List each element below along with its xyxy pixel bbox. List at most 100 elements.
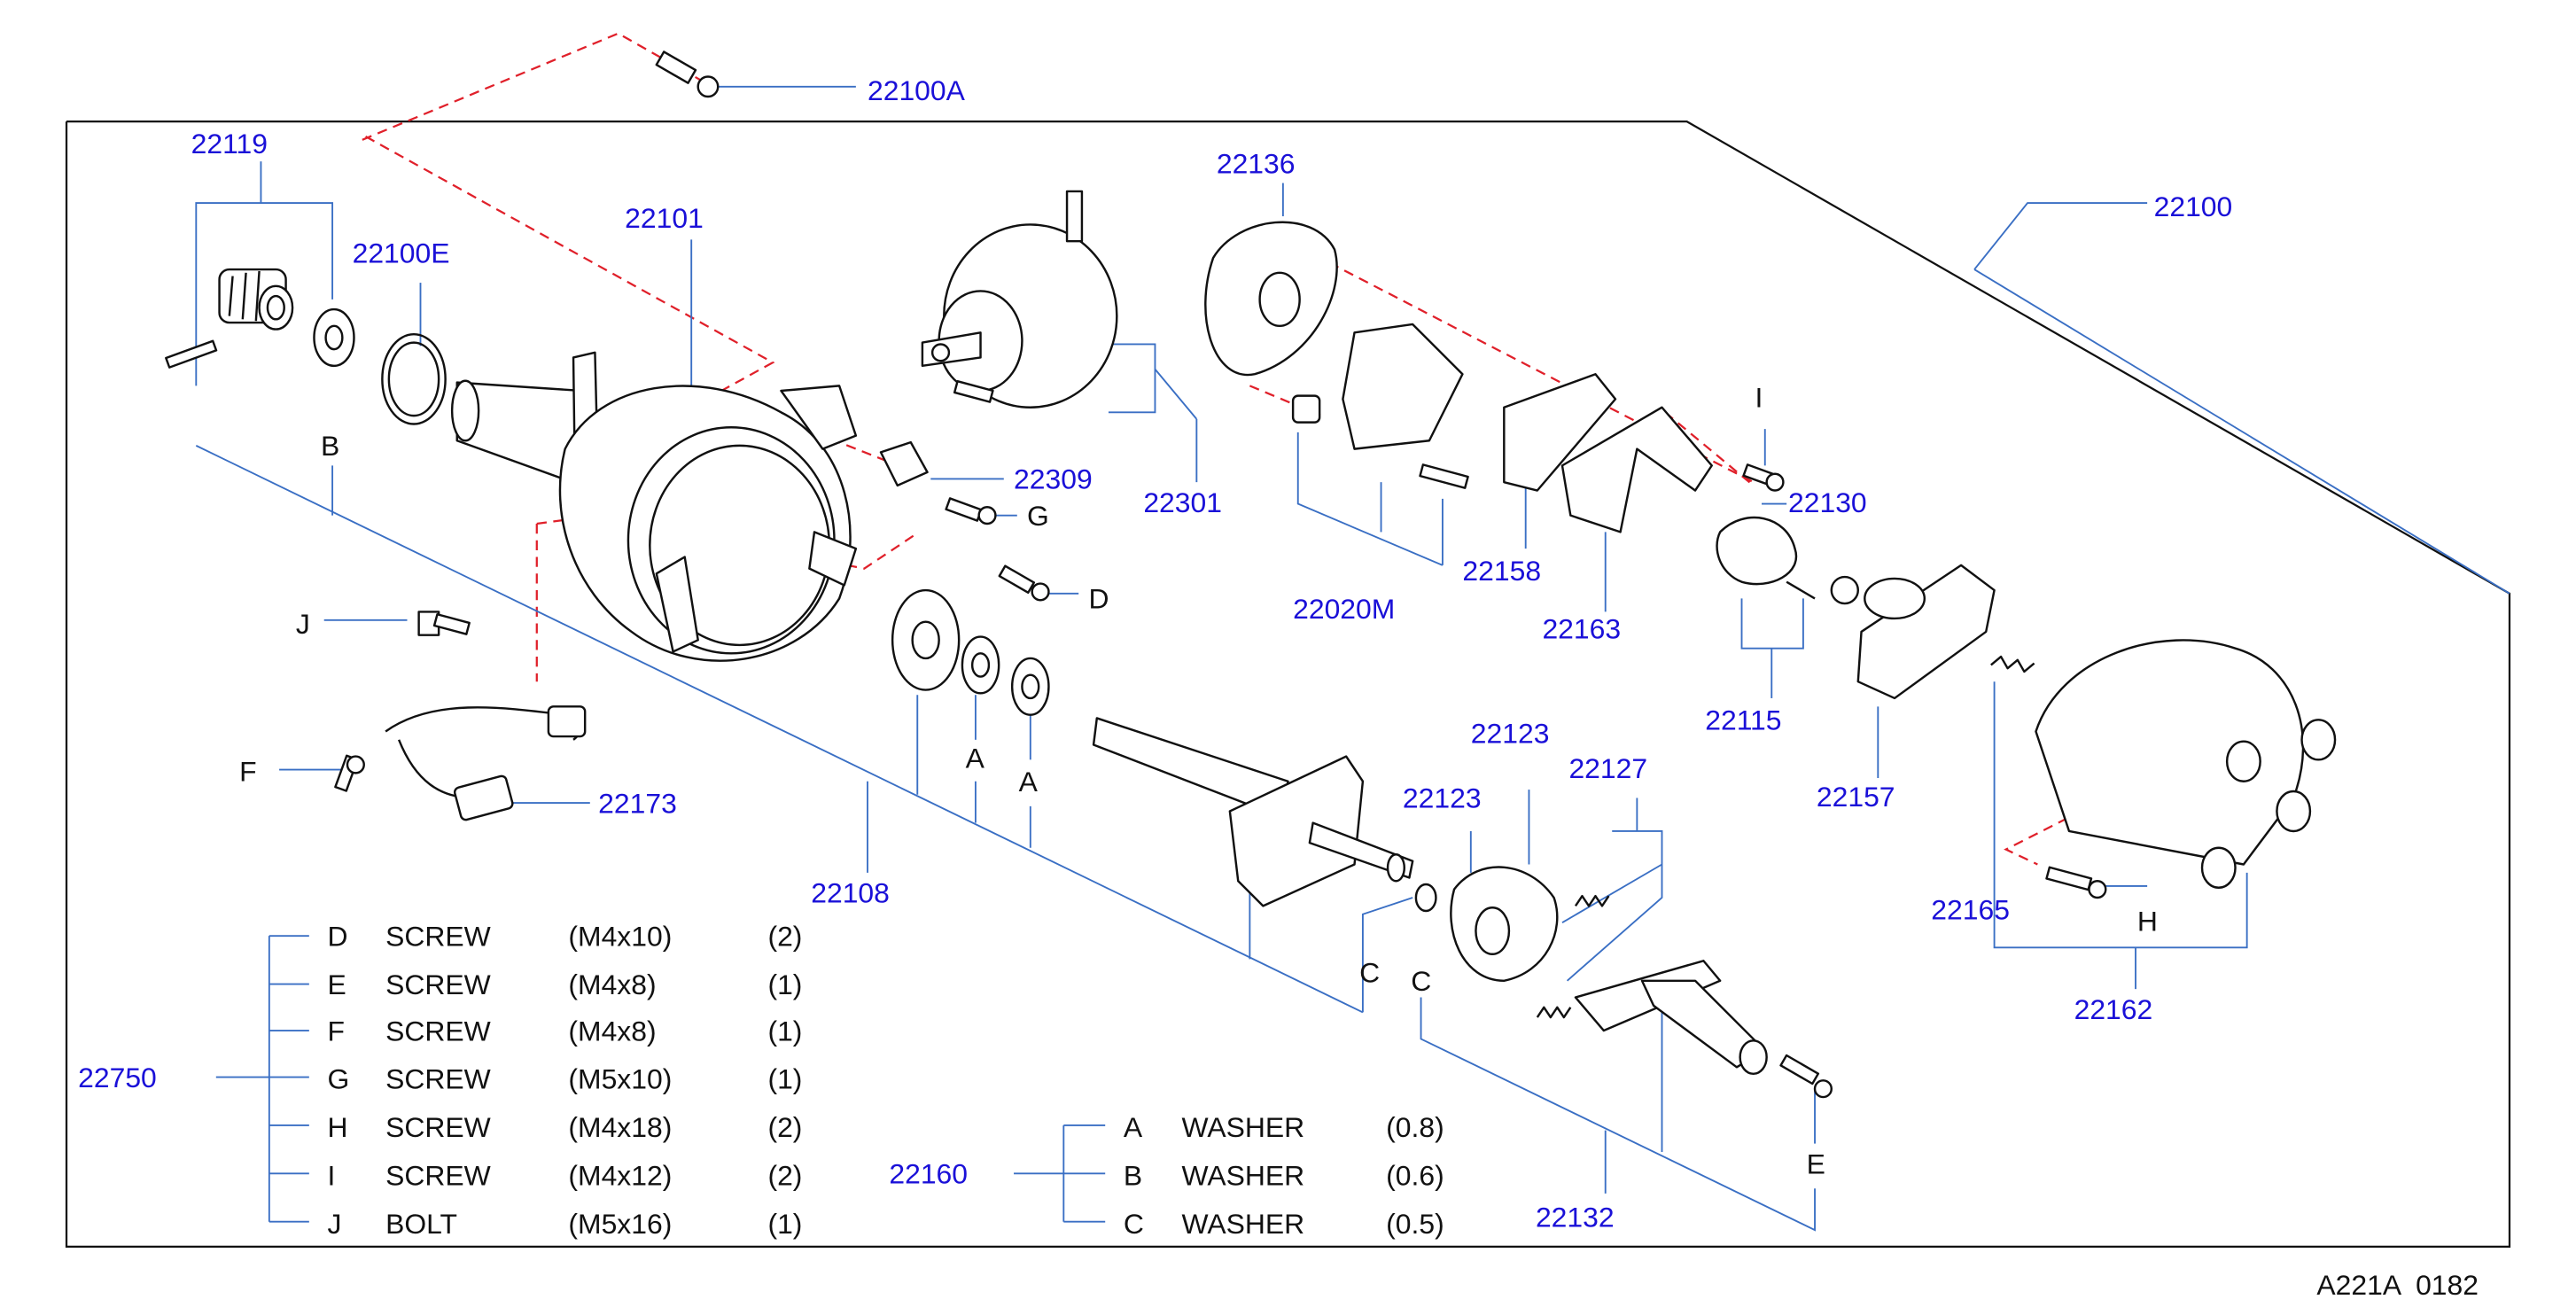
part-label-22108: 22108 (811, 877, 890, 909)
hardware-qty: (1) (767, 1015, 802, 1047)
callout-b: B (321, 430, 339, 462)
part-label-22750: 22750 (78, 1062, 157, 1093)
washer-code: C (1124, 1208, 1144, 1240)
hardware-name: BOLT (385, 1208, 457, 1240)
part-label-22130: 22130 (1788, 486, 1867, 518)
washer-name: WASHER (1181, 1111, 1304, 1143)
contact-bracket-22020M-drawing (1291, 323, 1469, 489)
hardware-size: (M4x10) (568, 920, 672, 952)
hardware-qty: (1) (767, 969, 802, 1000)
hardware-qty: (2) (767, 1111, 802, 1143)
hardware-code: H (327, 1111, 347, 1143)
callout-a1: A (966, 743, 985, 774)
hardware-qty: (1) (767, 1208, 802, 1240)
hardware-name: SCREW (385, 1159, 491, 1191)
callout-c2: C (1411, 965, 1431, 997)
breaker-plate-22136-drawing (1204, 221, 1338, 377)
hardware-qty: (2) (767, 920, 802, 952)
hardware-code: G (327, 1063, 349, 1095)
hardware-code: D (327, 920, 347, 952)
washer-c1-drawing (1414, 883, 1437, 913)
washer-name: WASHER (1181, 1208, 1304, 1240)
hardware-code: F (327, 1015, 344, 1047)
hardware-size: (M4x8) (568, 969, 656, 1000)
screw-d-drawing (998, 564, 1050, 602)
part-label-22309: 22309 (1014, 463, 1093, 495)
hardware-row: I SCREW (M4x12) (2) (327, 1159, 802, 1191)
part-label-22136: 22136 (1217, 147, 1296, 179)
hardware-size: (M4x18) (568, 1111, 672, 1143)
screw-e-drawing (1779, 1054, 1833, 1099)
hardware-row: E SCREW (M4x8) (1) (327, 969, 802, 1000)
part-label-22163: 22163 (1542, 612, 1621, 644)
part-label-22173: 22173 (598, 787, 677, 819)
part-label-22301: 22301 (1143, 486, 1222, 518)
hardware-qty: (1) (767, 1063, 802, 1095)
washer-name: WASHER (1181, 1159, 1304, 1191)
part-label-22123-lower: 22123 (1403, 782, 1482, 814)
spring-22165-drawing (1990, 655, 2035, 673)
hardware-code: E (327, 969, 346, 1000)
clip-22309-drawing (879, 440, 929, 487)
hardware-code: J (327, 1208, 341, 1240)
part-label-22100: 22100 (2154, 191, 2233, 222)
hardware-size: (M4x8) (568, 1015, 656, 1047)
shaft-assembly-drawing (1092, 717, 1414, 907)
hardware-size: (M4x12) (568, 1159, 672, 1191)
part-label-22160: 22160 (889, 1158, 968, 1190)
screw-g-drawing (945, 497, 997, 525)
washer-a1-drawing (961, 635, 1000, 695)
washer-code: B (1124, 1159, 1142, 1191)
diagram-code: A221A 0182 (2316, 1269, 2479, 1301)
callout-i: I (1755, 382, 1763, 414)
hardware-row: G SCREW (M5x10) (1) (327, 1063, 802, 1095)
part-label-22158: 22158 (1462, 555, 1541, 587)
part-label-22020M: 22020M (1293, 593, 1395, 625)
rotor-22157-drawing (1856, 564, 1996, 700)
washer-a2-drawing (1010, 657, 1050, 716)
diagram-frame (65, 121, 2511, 1248)
part-label-22127: 22127 (1568, 752, 1647, 784)
rotor-shaft-22132-drawing (1574, 960, 1768, 1076)
hardware-row: D SCREW (M4x10) (2) (327, 920, 802, 952)
callout-a2: A (1019, 766, 1039, 798)
part-label-22162: 22162 (2074, 993, 2153, 1025)
part-label-22115: 22115 (1705, 704, 1781, 736)
washer-22108-drawing (891, 588, 961, 691)
callout-d: D (1088, 583, 1109, 615)
hardware-code: I (327, 1159, 335, 1191)
screw-f-drawing (334, 754, 365, 792)
hardware-list: D SCREW (M4x10) (2) E SCREW (M4x8) (1) F… (327, 920, 802, 1239)
hardware-size: (M5x10) (568, 1063, 672, 1095)
washer-size: (0.6) (1386, 1159, 1444, 1191)
cam-22115-drawing (1716, 516, 1816, 600)
part-label-22157: 22157 (1817, 781, 1895, 813)
callout-f: F (239, 756, 256, 788)
washer-row: C WASHER (0.5) (1124, 1208, 1444, 1240)
part-label-22123-upper: 22123 (1471, 718, 1550, 750)
washer-size: (0.8) (1386, 1111, 1444, 1143)
hardware-row: F SCREW (M4x8) (1) (327, 1015, 802, 1047)
callout-j: J (296, 608, 310, 640)
ring-22100E-drawing (381, 332, 447, 425)
leader-lines (195, 85, 2510, 1232)
hardware-size: (M5x16) (568, 1208, 672, 1240)
part-label-22119: 22119 (191, 128, 268, 160)
hardware-name: SCREW (385, 969, 491, 1000)
spring-upper-drawing (1574, 894, 1610, 907)
hardware-name: SCREW (385, 1063, 491, 1095)
washer-list: A WASHER (0.8) B WASHER (0.6) C WASHER (… (1124, 1111, 1444, 1240)
washer-code: A (1124, 1111, 1143, 1143)
plate-22163-drawing (1560, 406, 1713, 533)
callout-h: H (2137, 906, 2158, 938)
hardware-qty: (2) (767, 1159, 802, 1191)
harness-22173-drawing (385, 705, 587, 821)
screw-h-drawing (2045, 866, 2107, 899)
housing-22101-drawing (450, 351, 858, 662)
washer-row: B WASHER (0.6) (1124, 1159, 1444, 1191)
hardware-row: J BOLT (M5x16) (1) (327, 1208, 802, 1240)
part-label-22100E: 22100E (353, 237, 450, 269)
weight-base-22123-drawing (1450, 866, 1559, 983)
part-label-22165: 22165 (1931, 893, 2010, 925)
